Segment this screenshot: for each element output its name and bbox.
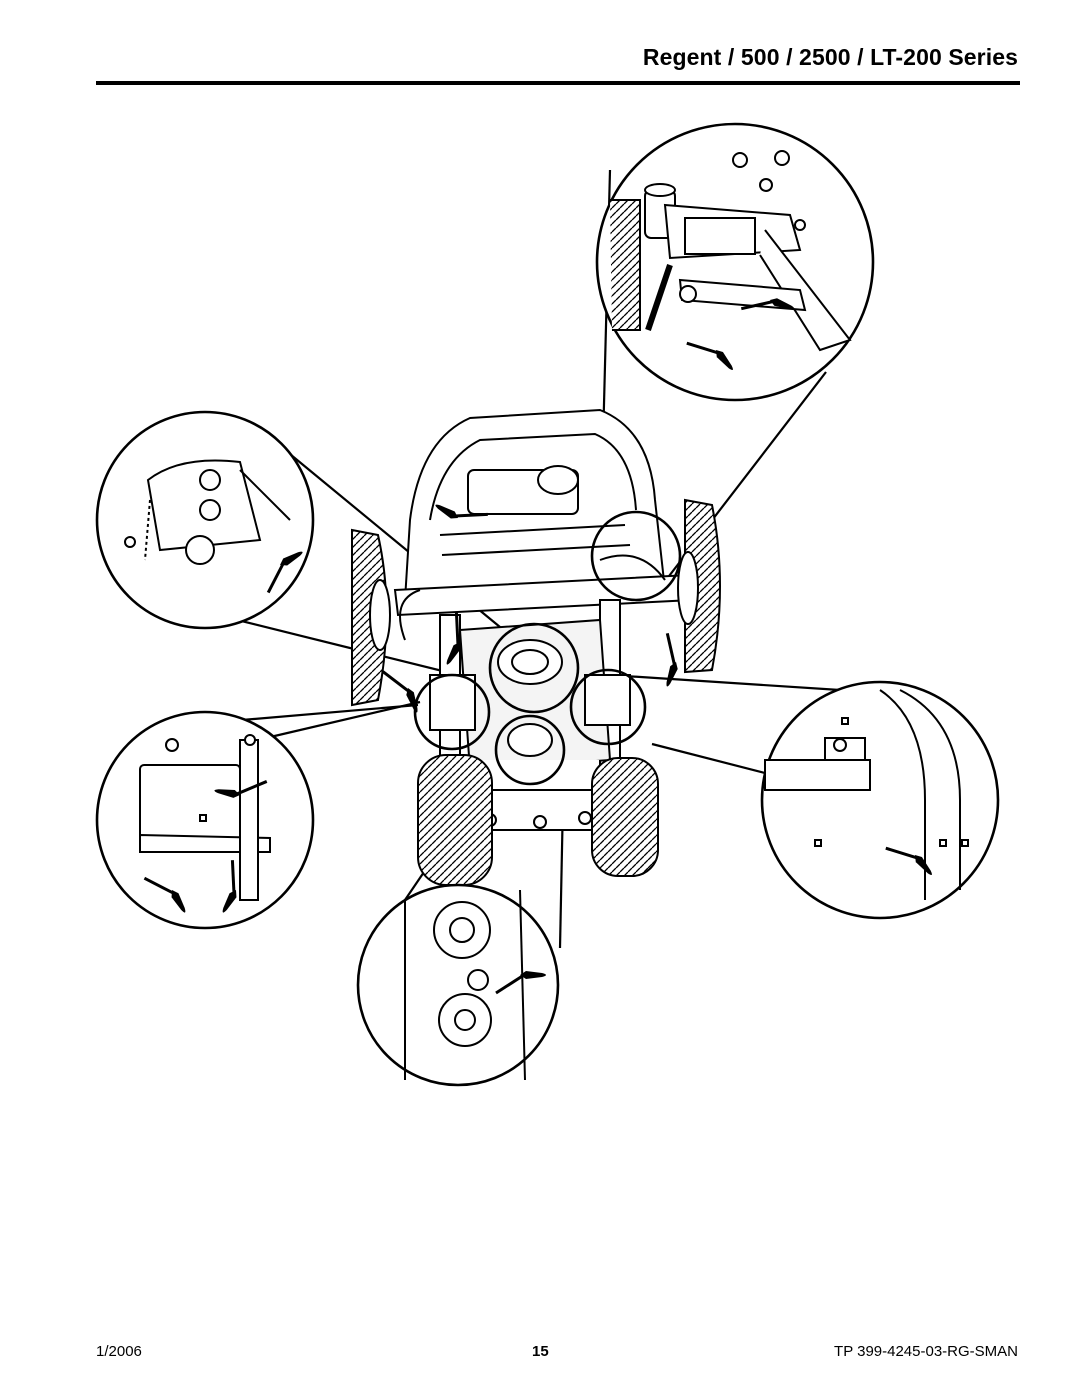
footer-date: 1/2006 [96, 1343, 142, 1360]
front-axle-pivot-detail [595, 122, 875, 402]
steering-sector-detail [95, 410, 315, 630]
footer-doc-number: TP 399-4245-03-RG-SMAN [834, 1343, 1018, 1360]
page-number: 15 [532, 1343, 549, 1360]
front-tires [351, 498, 721, 707]
page-title: Regent / 500 / 2500 / LT-200 Series [642, 44, 1018, 70]
idler-pulley-detail [356, 883, 560, 1087]
rear-bracket-detail [760, 680, 1000, 920]
brake-linkage-detail [95, 710, 315, 930]
rear-tires [417, 754, 659, 886]
highlight-circles [413, 510, 682, 786]
tractor-body [393, 408, 694, 831]
header-rule [96, 81, 1020, 85]
